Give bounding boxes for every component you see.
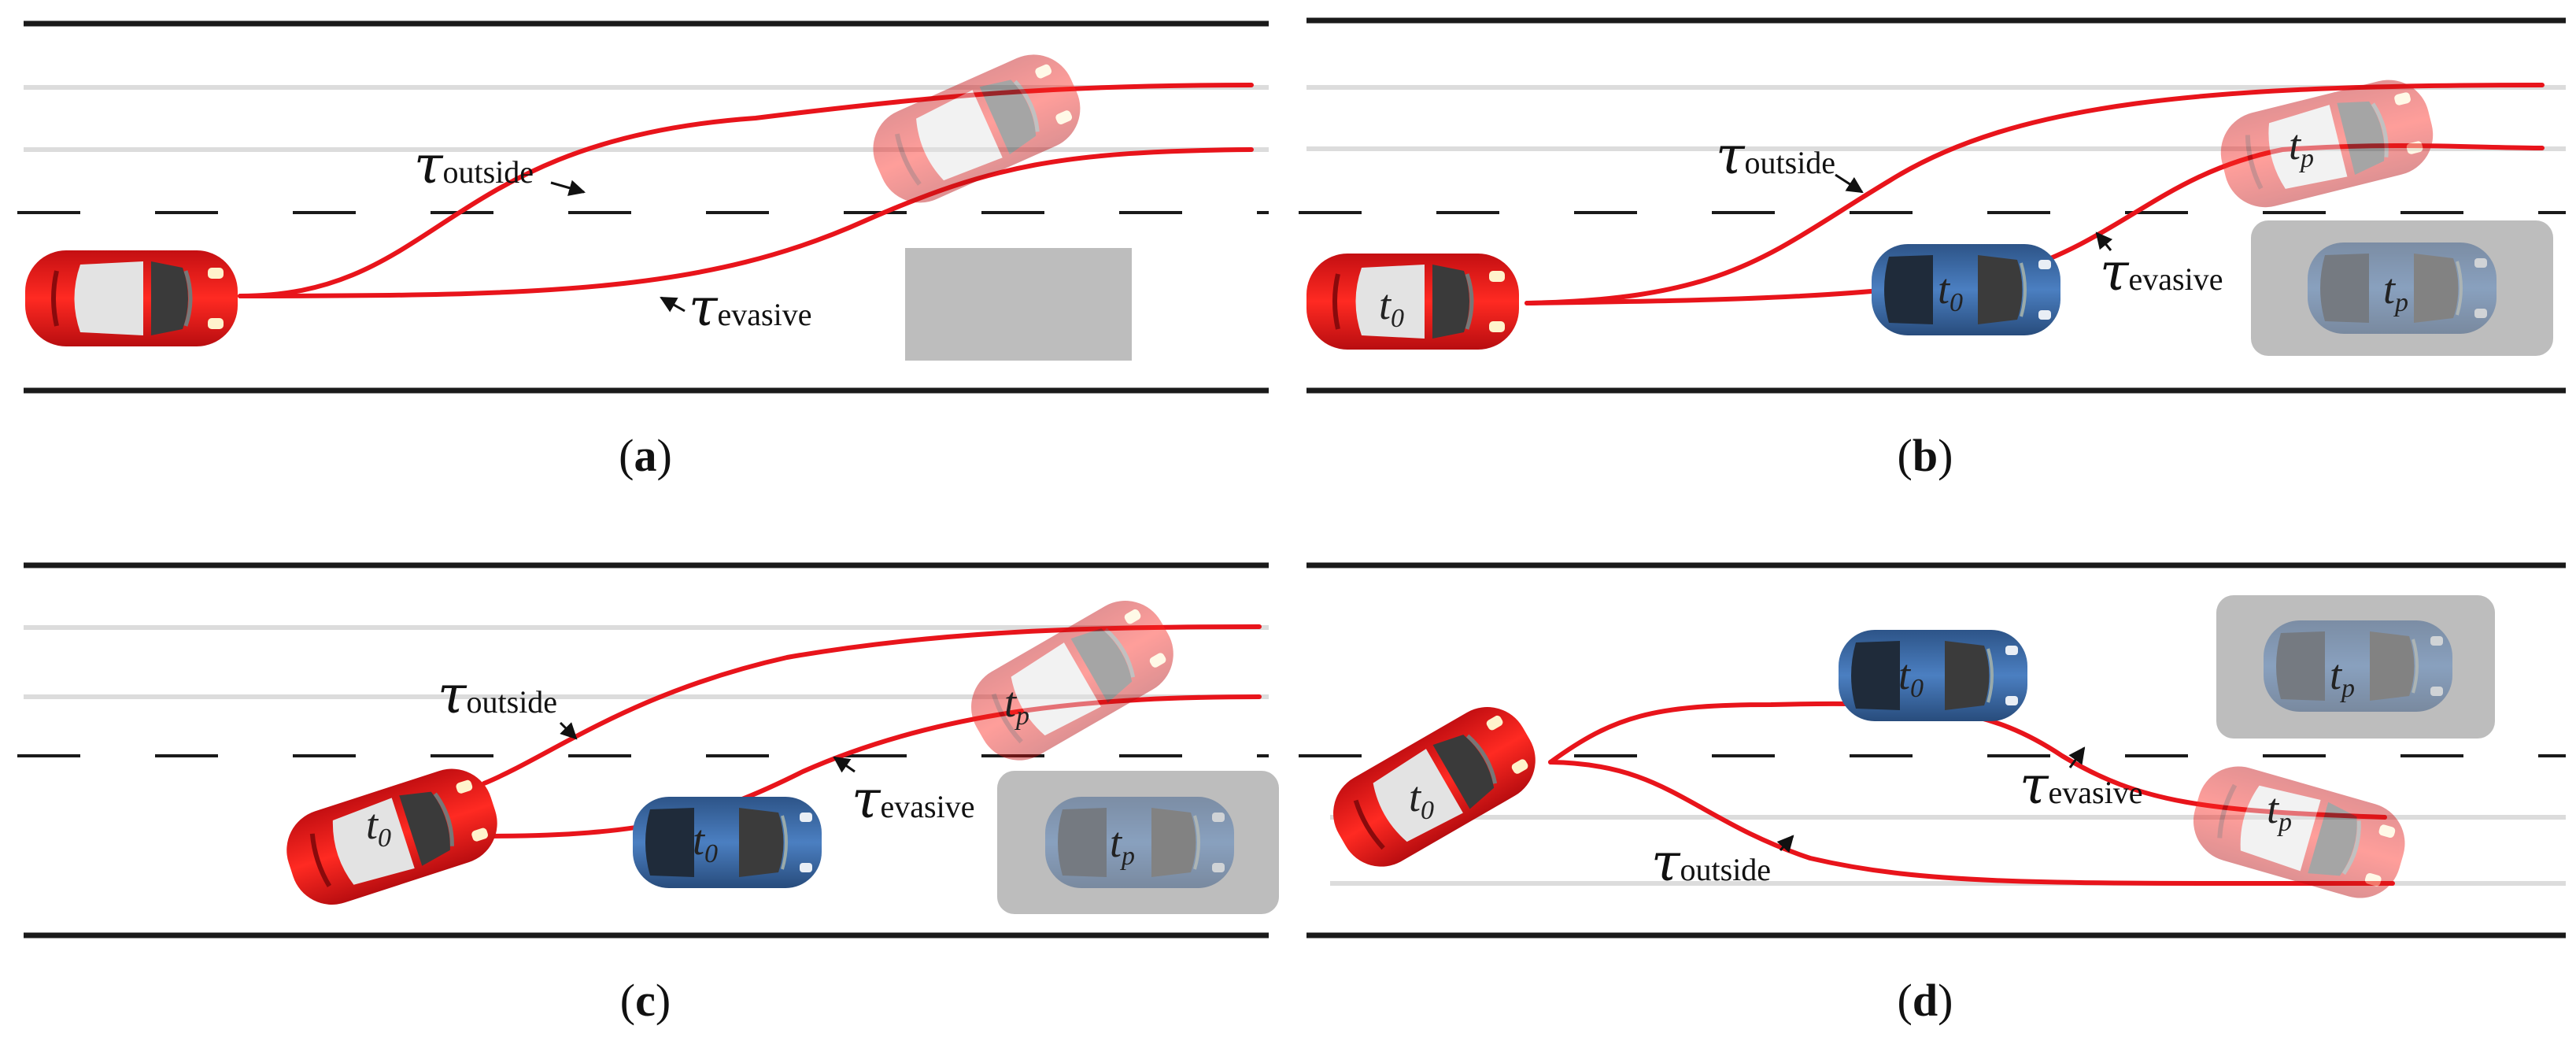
tau-evasive-label: τevasive <box>2100 242 2223 302</box>
ego-car <box>25 250 238 346</box>
other-car <box>631 795 823 890</box>
tau-evasive-label: τevasive <box>2020 755 2142 816</box>
tau-outside-label: τoutside <box>1716 125 1835 186</box>
tau-outside-label: τoutside <box>414 135 534 195</box>
caption-b: (b) <box>1898 430 1953 481</box>
other-tp-label: tp <box>2330 651 2355 703</box>
ego-car <box>1306 254 1519 350</box>
trajectory-outside <box>1525 83 2545 305</box>
caption-d: (d) <box>1898 975 1953 1026</box>
caption-c: (c) <box>620 975 671 1026</box>
other-t0-label: t0 <box>1898 651 1924 703</box>
panel-a: τoutside τevasive (a) <box>17 20 1269 481</box>
tau-evasive-arrow <box>2068 746 2086 768</box>
trajectory-outside <box>1548 760 2395 887</box>
other-t0-label: t0 <box>693 816 718 868</box>
ego-t0-label: t0 <box>1379 281 1404 333</box>
tau-outside-arrow <box>559 721 578 740</box>
ego-tp-label: tp <box>2289 121 2314 173</box>
ego-car-future <box>956 586 1188 776</box>
ego-tp-label: tp <box>1004 679 1029 731</box>
other-car <box>1837 628 2029 723</box>
tau-outside-arrow <box>1835 173 1864 194</box>
tau-outside-arrow <box>550 180 586 196</box>
panel-b: tp t0 tp t0 τoutside τevasive (b) <box>1299 17 2566 481</box>
tau-evasive-label: τevasive <box>689 277 811 338</box>
tau-outside-label: τoutside <box>1651 832 1771 893</box>
other-car <box>1870 242 2062 337</box>
ego-tp-label: tp <box>2267 785 2292 837</box>
other-car-future <box>1044 795 1236 890</box>
tau-outside-arrow <box>1776 835 1794 853</box>
other-car-future <box>2262 619 2454 713</box>
tau-evasive-arrow <box>660 296 686 313</box>
trajectory-evasive <box>238 147 1254 298</box>
static-obstacle <box>905 248 1132 361</box>
panel-c: tp t0 tp t0 τoutside τevasive (c) <box>17 562 1279 1026</box>
other-tp-label: tp <box>2383 265 2408 317</box>
other-t0-label: t0 <box>1938 265 1963 317</box>
tau-evasive-label: τevasive <box>852 769 974 830</box>
ego-t0-label: t0 <box>366 801 391 853</box>
ego-car <box>276 758 508 915</box>
ego-car-future <box>860 42 1093 216</box>
caption-a: (a) <box>619 430 672 481</box>
ego-t0-label: t0 <box>1409 773 1434 825</box>
ego-car <box>1318 692 1550 882</box>
tau-outside-label: τoutside <box>438 665 557 725</box>
other-tp-label: tp <box>1110 819 1135 871</box>
panel-d: t0 tp tp t0 τevasive τoutside (d) <box>1299 562 2566 1026</box>
tau-evasive-arrow <box>2095 231 2113 251</box>
tau-evasive-arrow <box>833 756 856 773</box>
